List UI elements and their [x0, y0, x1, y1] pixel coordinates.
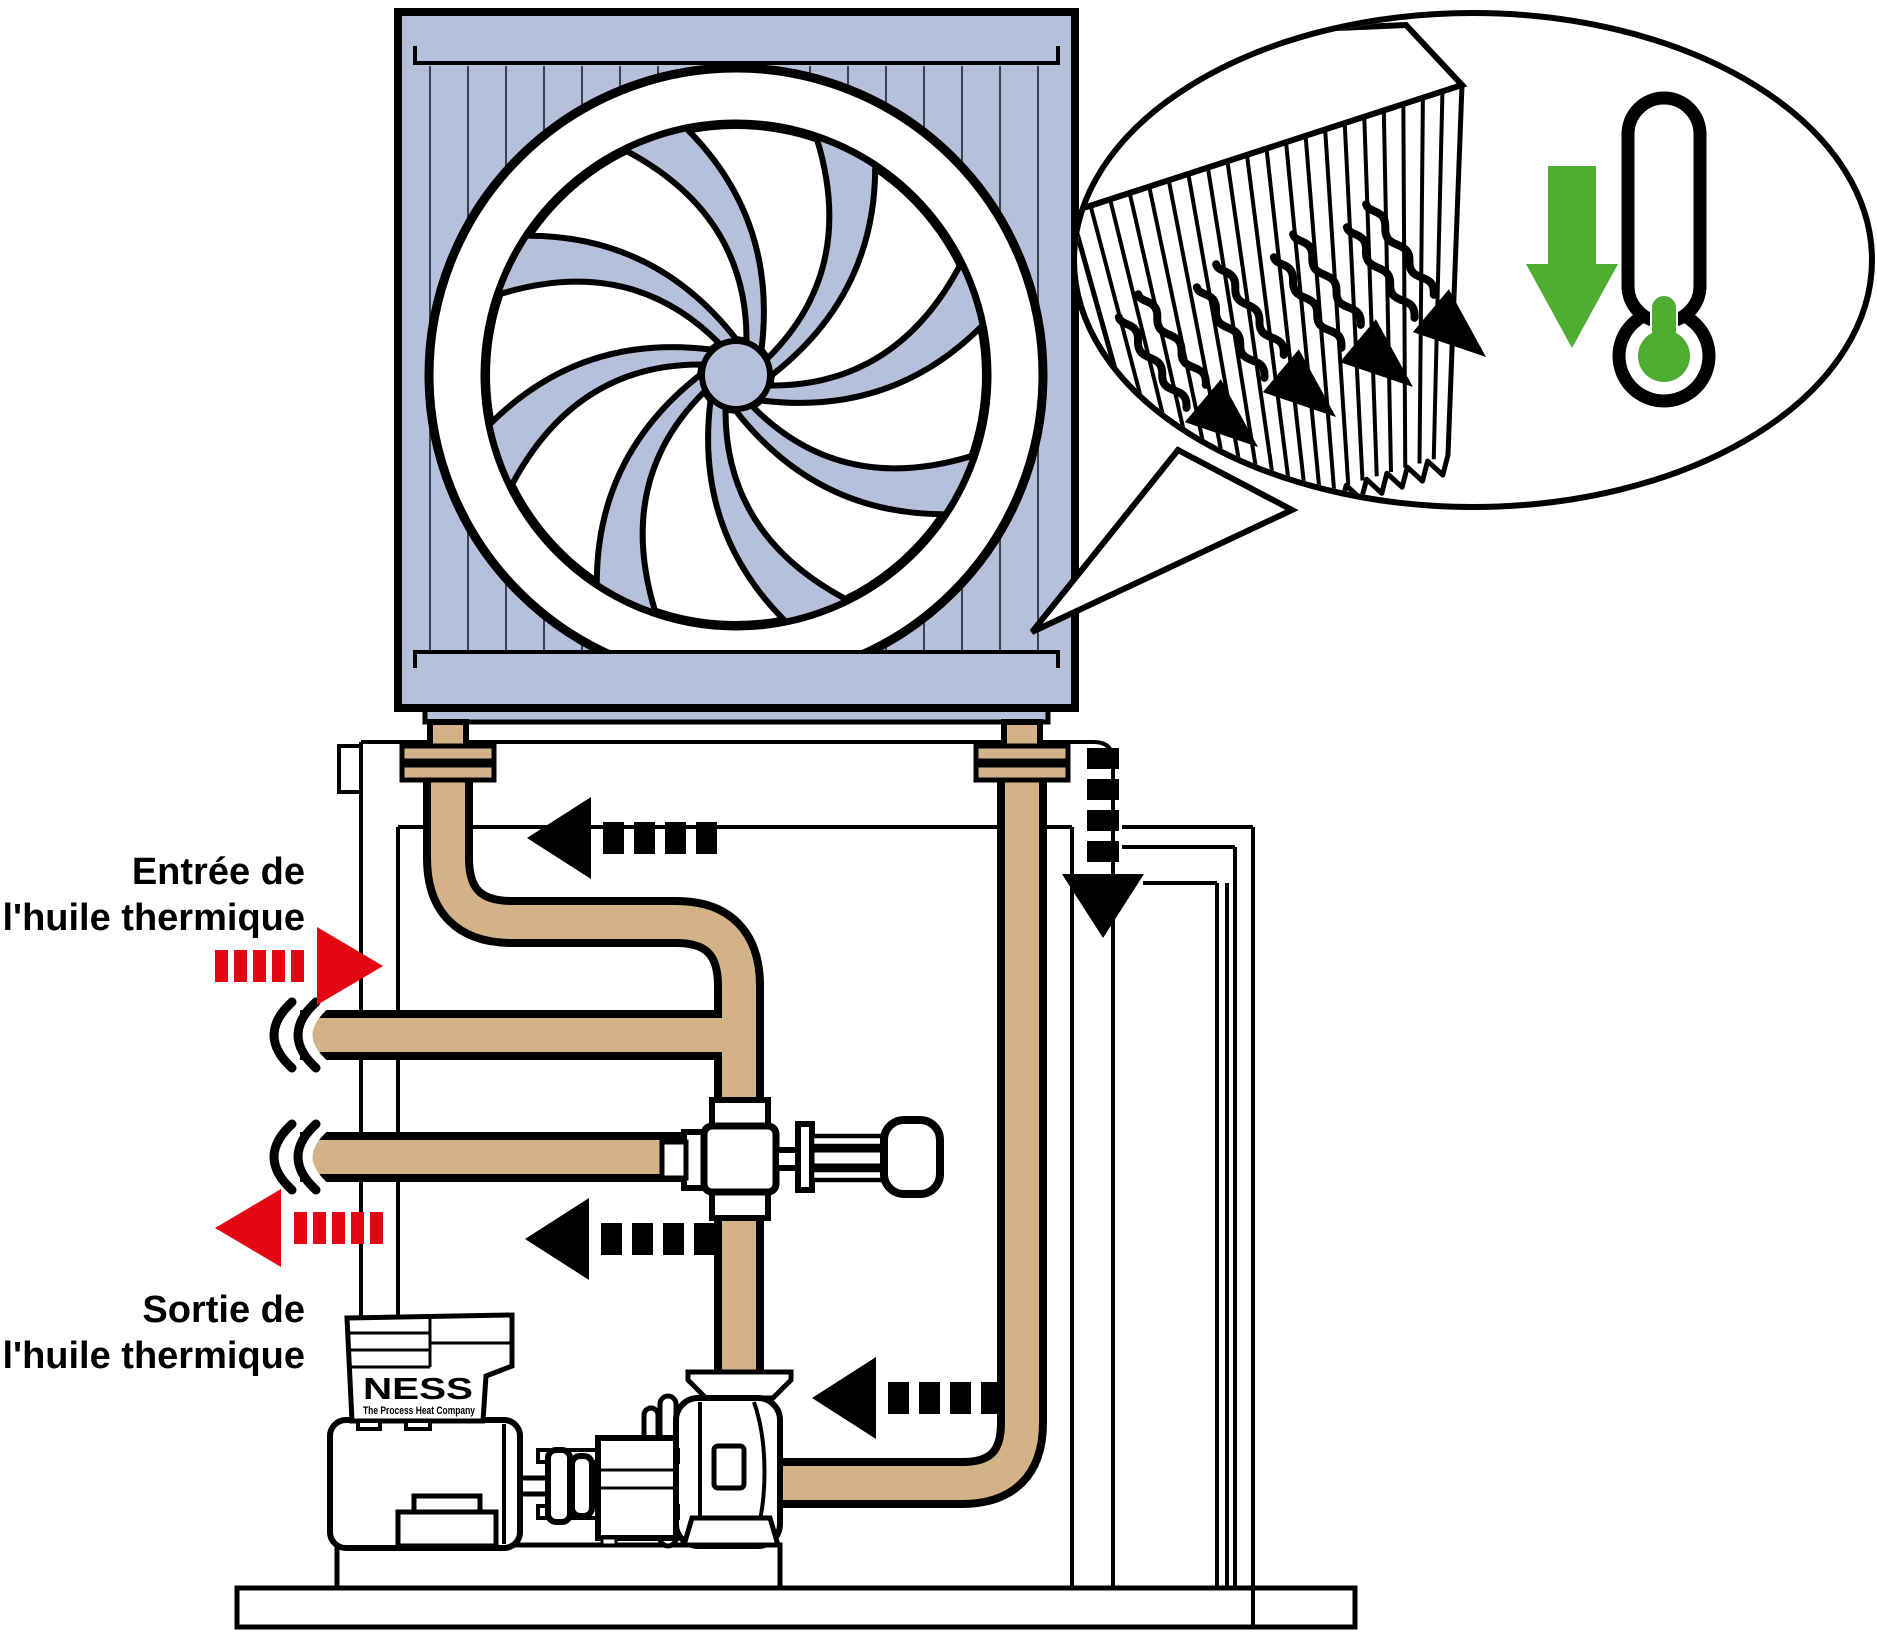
right-cooler-fitting	[973, 719, 1071, 783]
cooler-bottom-band	[398, 652, 1075, 708]
coupling	[515, 1447, 595, 1525]
finblock-fin-line	[1362, 116, 1379, 477]
valve-left-flange2	[659, 1139, 689, 1181]
cabinet-left-notch	[337, 744, 363, 794]
suction-flange	[685, 1369, 794, 1401]
inlet-label: Entrée de l'huile thermique	[2, 851, 305, 939]
pipes-fill	[300, 760, 1039, 1500]
outlet-label: Sortie de l'huile thermique	[2, 1289, 305, 1377]
valve-knob	[880, 1116, 944, 1198]
fan-blade	[639, 388, 787, 627]
finblock-fin-line	[1431, 91, 1445, 460]
pipe-break-icon	[269, 1119, 328, 1195]
valve-actuator	[773, 1116, 944, 1198]
finblock-fin-line	[1205, 167, 1265, 504]
fan-hub	[699, 338, 773, 412]
left-cooler-fitting	[399, 719, 497, 783]
finblock-fin-line	[1342, 123, 1365, 481]
pipe-cooler-return	[423, 772, 764, 1382]
cabinet-frame	[234, 740, 1358, 1630]
ness-tagline: The Process Heat Company	[363, 1405, 476, 1417]
finblock-fin-line	[1225, 160, 1279, 504]
fan-blade	[526, 148, 750, 344]
cooler-border	[394, 8, 1079, 712]
flow-arrow-pump	[812, 1357, 1002, 1439]
fan-blade	[685, 123, 833, 362]
finblock-fin-line	[1284, 141, 1322, 494]
thermometer-bulb	[1638, 330, 1690, 382]
fan-blades	[484, 123, 988, 627]
pump-assembly: NESS The Process Heat Company	[327, 1312, 794, 1551]
flow-arrow-down-right	[1062, 748, 1144, 938]
outlet-arrow-icon	[215, 1189, 383, 1267]
motor	[327, 1417, 523, 1551]
pump-foot	[680, 1515, 782, 1548]
fan-blade	[484, 278, 723, 426]
finblock-fin-line	[1264, 148, 1308, 498]
motor-foot	[395, 1509, 499, 1549]
ness-brand: NESS	[363, 1371, 473, 1406]
flow-arrow-middle	[525, 1198, 715, 1280]
temperature-down-arrow-icon	[1526, 166, 1618, 348]
outlet-label-line1: Sortie de	[142, 1289, 305, 1331]
finblock-fin-line	[1401, 104, 1408, 468]
floor-base	[234, 1585, 1358, 1630]
pipe-break-icon	[269, 997, 328, 1073]
valve-body	[700, 1122, 780, 1196]
pipes	[269, 719, 1071, 1508]
inlet-label-line2: l'huile thermique	[2, 897, 305, 939]
bubble-tail	[1029, 446, 1299, 635]
fan-blade	[749, 324, 988, 472]
inlet-label-line1: Entrée de	[132, 851, 305, 893]
fan-blade	[722, 406, 946, 602]
fan-blade	[767, 165, 963, 389]
heatsink-fins-icon	[1077, 21, 1468, 504]
valve	[659, 1097, 944, 1221]
fan-blade	[509, 361, 705, 585]
cooler-unit	[394, 8, 1079, 725]
thermometer-icon	[1612, 91, 1716, 408]
pump-base-plate	[334, 1542, 783, 1591]
finblock-fin-line	[1323, 129, 1351, 485]
outlet-label-line2: l'huile thermique	[2, 1335, 305, 1377]
flow-arrow-top	[527, 797, 717, 879]
top-bracket	[413, 46, 1060, 65]
ness-logo-box: NESS The Process Heat Company	[344, 1312, 515, 1431]
finblock-fin-line	[1244, 154, 1294, 503]
callout-bubble	[1029, 10, 1875, 635]
right-compartment	[1122, 825, 1253, 1588]
fan-icon	[424, 63, 1048, 687]
bottom-bracket	[413, 650, 1060, 668]
